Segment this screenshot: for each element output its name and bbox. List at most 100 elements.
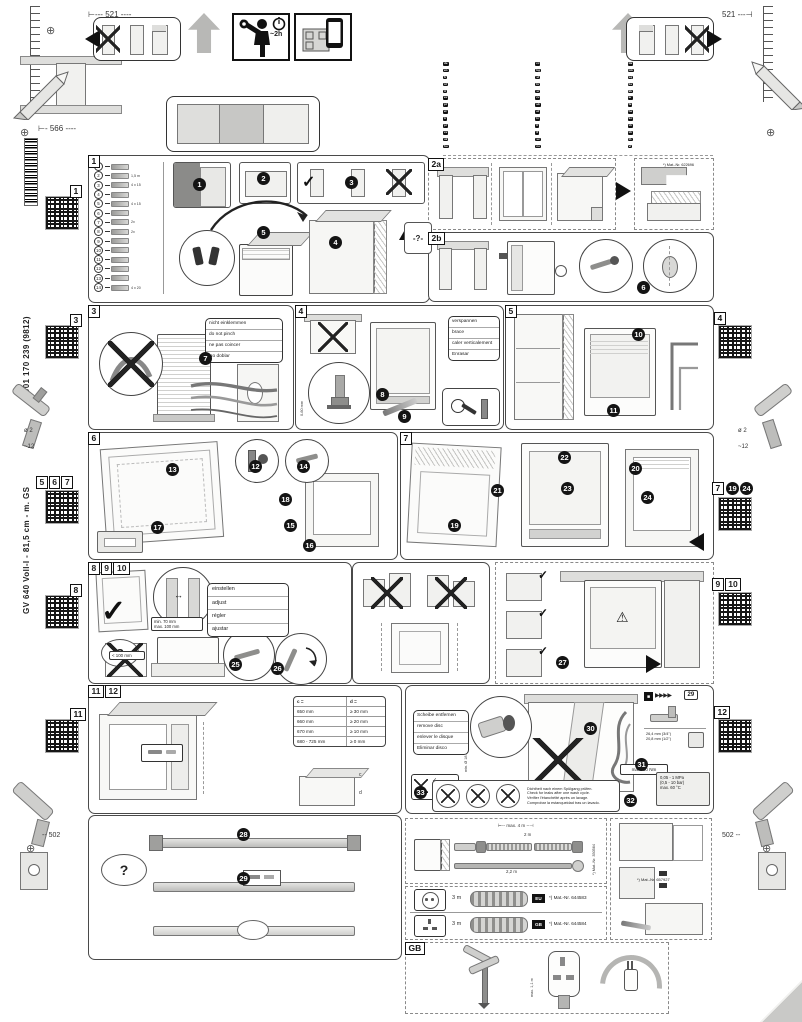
language-entry: th คำแนะนำการติดตั้ง *หมายเหตุสำหรับศูนย… [627,137,713,145]
door-too-short [101,639,147,679]
language-entry: fr Notice de montage *Remarques pour le … [443,75,528,83]
leak-check-strip: Dichtheit nach einem Spülgang prüfen.Che… [432,780,620,812]
cell-d: ≥ 30 mm [350,709,368,714]
door-acc-bottom [619,903,703,935]
language-code-chip: th [627,137,633,142]
table-header-row: c = d = [294,697,385,706]
table-body: 650 mm ≥ 30 mm 660 mm ≥ 20 mm 670 mm ≥ 1… [294,706,385,746]
accessory-mat-number: *) Mat.-Nr. 622696 [663,163,695,167]
ruler-icon [30,6,40,102]
language-entry: cs Montážní návod *Pokyny pro servisní s… [443,130,528,138]
door-mounted-view [299,473,385,549]
language-entry: es Instrucciones de montaje *Indicacione… [443,96,528,103]
smartphone-icon [302,18,343,52]
badge-20: 20 [629,462,642,475]
badge-3: 3 [345,176,358,189]
part-number: 14 [94,283,103,292]
dimension-502-right-value: 502 [722,832,734,839]
drill-icon-bottom-left [8,780,62,894]
part-note: 4 x 15 [131,183,141,188]
language-code-chip: pl [443,124,448,128]
part-note: 2x [131,220,135,225]
part-number: 12 [94,264,103,274]
badge-1: 1 [193,178,206,191]
language-entry: sv Monteringsanvisning *Anvisningar för … [535,137,620,145]
qr-code-step910 [718,592,752,626]
language-code-chip: zh [627,124,633,128]
divider [491,163,492,225]
tools-pictogram-box [442,388,500,426]
part-icon [111,200,129,207]
language-code-chip: fa [627,103,633,107]
language-code-chip: et [535,110,540,114]
dimension-502-left: -- 502 [42,832,61,839]
badge-18: 18 [279,493,292,506]
drill-diameter-right: ø 2 [738,428,747,434]
language-entry: fa راهنمای نصب *نکاتی برای خدمات پس از ف… [627,103,713,110]
part-icon [111,284,129,291]
leak-check-text: Dichtheit nach einem Spülgang prüfen.Che… [527,787,600,805]
door-acc-top [619,823,703,861]
warning-triangle-icon: ⚠ [616,609,629,625]
qr-label-3: 3 [70,314,82,327]
step-label-7: 7 [400,432,412,445]
language-code-chip: en [443,68,449,73]
skip-to-box: 29 [684,690,698,700]
plug-wiring-figure [542,949,586,1009]
parts-list-row: 14 4 x 20 [94,283,160,292]
language-code-chip: bg [535,68,541,73]
badge-24-side: 24 [740,482,753,495]
arrow-right-icon [616,182,631,200]
sealant-gun-icon-right [748,382,796,470]
cabinet-iso-door [99,702,231,800]
screw-icon [264,875,274,879]
parts-list-row: 6 [94,208,160,218]
smartphone-scan-pictogram [294,13,352,61]
part-icon [111,256,129,263]
time-estimate: ~2h [270,31,283,38]
note-line: verspannen [449,317,499,328]
step-label-1: 1 [88,155,100,168]
cross-mark-large [532,738,584,782]
language-code-chip: pt [443,103,448,107]
faucet-icon [650,706,684,724]
check-mark: ✓ [538,644,549,658]
leak-check-line: Check for leaks after one wash cycle. [527,791,590,796]
datum-symbol-566: ⊕ [20,127,30,139]
parts-list-row: 12 [94,264,160,274]
note-line: No doblar [209,353,230,359]
dishwasher-front [360,322,448,416]
table-row: 670 mm ≥ 10 mm [294,726,385,736]
cord-length-gb: 3 m [452,921,462,927]
niche-corner [557,167,616,221]
part-icon [111,265,129,272]
language-code-chip: tr [443,117,448,121]
cord-length-eu: 3 m [452,895,462,901]
cross-mark [107,643,143,677]
ruler-icon-right [763,6,773,102]
col-header-d: d = [350,699,357,704]
latch-detail-b [275,633,327,685]
sink-cabinet-drawing [524,694,638,794]
no-pull-icon [496,784,520,808]
cell-c: 680 - 725 mm [294,737,347,746]
col-header-c: c = [294,697,347,706]
language-code-chip: it [443,89,447,94]
drill-diameter-left: ø 2 [24,428,33,434]
cell-c: 670 mm [294,727,347,736]
language-code-chip: hr [535,82,541,87]
dimension-502-left-value: 502 [48,832,61,839]
panel-gb-wiring: GB max. 1,1 m [405,942,675,1022]
pinch-warning-circle [99,332,163,396]
no-kink-icon [436,784,460,808]
barcode [24,138,38,206]
note-line: enlever le disque [414,733,468,744]
gap-min: min. 70 mm [154,619,176,624]
part-icon [111,238,129,245]
step-panel-6: 6 13 12 14 18 17 15 16 [88,432,398,560]
dimension-521-right-value: 521 [722,10,736,19]
badge-7: 7 [199,352,212,365]
language-entry: tr Montaj kılavuzu *Yetkili servis için … [443,117,528,124]
drain-hoses [611,710,631,784]
badge-24: 24 [641,491,654,504]
